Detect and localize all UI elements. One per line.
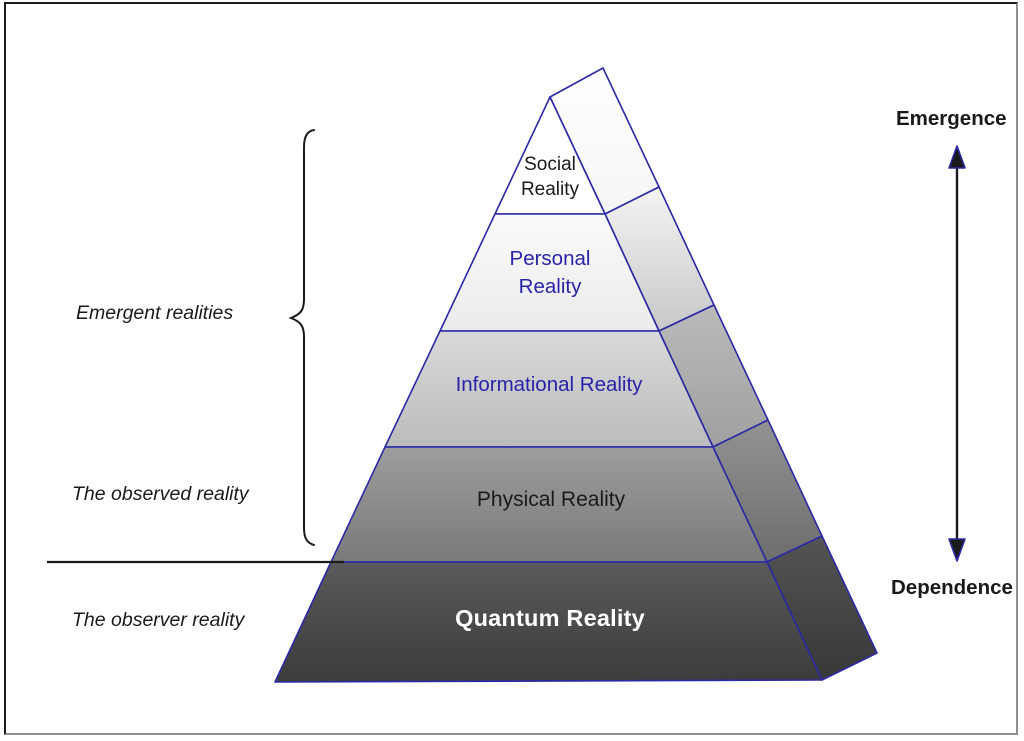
annotation-observed-reality: The observed reality bbox=[72, 483, 249, 505]
arrow-down-icon bbox=[948, 538, 966, 562]
layer-label-social: Social Reality bbox=[520, 154, 580, 200]
annotation-emergent-realities: Emergent realities bbox=[76, 302, 234, 324]
layer-label-quantum: Quantum Reality bbox=[455, 605, 645, 631]
pyramid-front-quantum bbox=[274, 561, 823, 683]
layer-label-informational: Informational Reality bbox=[455, 373, 643, 396]
axis-label-dependence: Dependence bbox=[891, 576, 1013, 599]
annotation-observer-reality: The observer reality bbox=[72, 609, 245, 631]
layer-label-physical: Physical Reality bbox=[476, 488, 626, 511]
layer-label-personal: Personal Reality bbox=[509, 247, 591, 298]
arrow-up-icon bbox=[948, 145, 966, 169]
axis-label-emergence: Emergence bbox=[896, 107, 1007, 130]
emergent-brace-icon bbox=[288, 129, 315, 546]
